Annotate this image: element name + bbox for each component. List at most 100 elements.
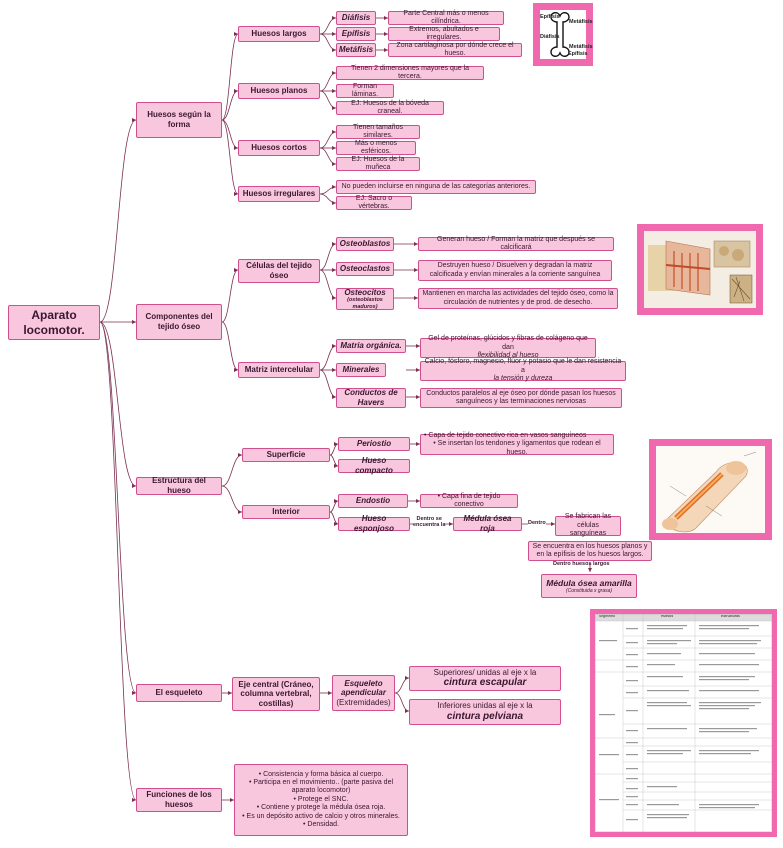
medula-roja-node: Médula ósea roja [453,514,522,533]
estructura-node: Estructura del hueso [136,476,222,495]
endostio-desc: • Capa fina de tejido conectivo [420,493,518,508]
metafisis-node: Metáfisis [336,43,376,57]
funcion-4: • Contiene y protege la médula ósea roja… [256,804,386,812]
havers-desc-1: Conductos paralelos al eje óseo por dónd… [426,389,616,397]
cortos-item-3: EJ: Huesos de la muñeca [336,156,420,171]
endostio-node: Endostio [338,494,408,508]
dentro-se-label: Dentro se encuentra la [413,516,446,529]
bone-label-epifisis-top: Epífisis [540,14,560,20]
havers-node: Conductos de Havers [336,388,406,408]
bone-diagram-image: Epífisis Metáfisis Diáfisis Metáfisis Ep… [533,3,593,66]
osteocitos-desc: Mantienen en marcha las actividades del … [418,288,618,309]
funciones-list: • Consistencia y forma básica al cuerpo.… [234,764,408,836]
inferiores-node: Inferiores unidas al eje x la cintura pe… [409,699,561,725]
irregulares-item-2: EJ: Sacro o vértebras. [336,195,412,210]
huesos-planos-node: Huesos planos [238,83,320,99]
superiores-text: Superiores/ unidas al eje x la [433,667,537,677]
minerales-desc: Calcio, fósforo, magnesio, flúor y potas… [420,358,626,383]
cortos-item-1: Tienen tamaños similares. [336,124,420,139]
esqueleto-apendicular-node: Esqueleto apendicular (Extremidades) [332,675,395,711]
long-bone-illustration [662,451,757,533]
irregulares-item-1: No pueden incluirse en ninguna de las ca… [336,180,536,194]
osteoblastos-node: Osteoblastos [336,237,394,251]
bone-tissue-illustration [648,240,753,304]
table-grid [595,614,772,832]
dentro-se-text: Dentro se [416,516,442,522]
cintura-escapular: cintura escapular [443,677,527,689]
dentro-label: Dentro [528,520,546,526]
materia-organica-node: Matria orgánica. [336,339,406,353]
osteoclastos-desc: Destruyen hueso / Disuelven y degradan l… [418,260,612,281]
epifisis-node: Epífisis [336,27,376,41]
huesos-forma-node: Huesos según la forma [136,102,222,138]
materia-organica-desc-1: Gel de proteínas, glúcidos y fibras de c… [428,335,588,351]
planos-item-3: EJ: Huesos de la bóveda craneal. [336,100,444,115]
havers-desc: Conductos paralelos al eje óseo por dónd… [420,388,622,408]
bone-label-diafisis: Diáfisis [540,34,560,40]
huesos-irregulares-node: Huesos irregulares [238,186,320,202]
bone-icon [550,12,570,57]
periostio-desc-1: • Capa de tejido conectivo rica en vasos… [424,431,587,439]
diafisis-node: Diáfisis [336,11,376,25]
long-bone-image [649,439,772,540]
metafisis-desc: Zona cartilaginosa por dónde crece el hu… [388,42,522,57]
periostio-desc: • Capa de tejido conectivo rica en vasos… [420,431,614,456]
apendicular-sub: (Extremidades) [336,697,391,707]
funcion-2: • Participa en el movimiento.. (parte pa… [248,779,394,795]
apendicular-label: Esqueleto apendicular [341,678,386,698]
hueso-esponjoso-node: Hueso esponjoso [338,514,410,533]
celulas-node: Células del tejido óseo [238,259,320,283]
componentes-node: Componentes del tejido óseo [136,304,222,340]
skeleton-table-image: Segmento Huesos Estructuras [590,609,777,837]
hueso-compacto-node: Hueso compacto [338,456,410,475]
medula-amarilla-node: Médula ósea amarilla (Constituida x gras… [541,574,637,598]
materia-organica-desc: Gel de proteínas, glúcidos y fibras de c… [420,335,596,360]
table-header-estructuras: Estructuras [721,615,740,618]
dentro-largos-label: Dentro huesos largos [553,561,610,567]
funcion-1: • Consistencia y forma básica al cuerpo. [258,770,384,778]
minerales-desc-2: la tensión y dureza [493,375,553,383]
osteocitos-node: Osteocitos (osteoblastos maduros) [336,288,394,310]
havers-desc-2: sanguíneos y las terminaciones nerviosas [456,398,586,405]
interior-node: Interior [242,505,330,519]
diafisis-desc: Parte Central más o menos cilíndrica. [388,10,504,25]
funcion-6: • Densidad. [303,820,339,828]
osteoblastos-desc: Generan hueso / Forman la matriz que des… [418,236,614,251]
inferiores-text: Inferiores unidas al eje x la [437,701,533,711]
osteocitos-sub: (osteoblastos maduros) [347,297,383,310]
funcion-3: • Protege el SNC. [293,795,349,803]
periostio-desc-2: • Se insertan los tendones y ligamentos … [433,440,601,456]
eje-central-node: Eje central (Cráneo, columna vertebral, … [232,677,320,711]
cintura-pelviana: cintura pelviana [446,710,524,722]
planos-item-1: Tienen 2 dimensiones mayores que la terc… [336,65,484,80]
medula-amarilla-sub: (Constituida x grasa) [565,588,613,595]
minerales-node: Minerales [336,363,386,377]
bone-label-metafisis-top: Metáfisis [569,19,593,25]
bone-tissue-image [637,224,763,315]
funciones-node: Funciones de los huesos [136,788,222,812]
fabrican-desc: Se fabrican las células sanguíneas [555,513,621,537]
table-header-huesos: Huesos [661,615,674,618]
funcion-5: • Es un depósito activo de calcio y otro… [242,812,400,820]
huesos-cortos-node: Huesos cortos [238,140,320,156]
periostio-node: Periostio [338,437,410,451]
bone-label-metafisis-bottom: Metáfisis [569,44,593,50]
encuentra-la-text: encuentra la [413,522,446,529]
root-node: Aparato locomotor. [8,305,100,340]
bone-label-epifisis-bottom: Epífisis [568,51,588,57]
esqueleto-node: El esqueleto [136,684,222,702]
planos-note: Se encuentra en los huesos planos y en l… [528,541,652,561]
matriz-node: Matriz intercelular [238,362,320,378]
materia-organica-desc-2: flexibilidad al hueso [477,352,539,360]
table-header-segmento: Segmento [599,615,616,618]
superiores-node: Superiores/ unidas al eje x la cintura e… [409,666,561,691]
osteoclastos-node: Osteoclastos [336,262,394,276]
epifisis-desc: Extremos, abultados e irregulares. [388,26,500,41]
medula-amarilla-label: Médula ósea amarilla [546,577,632,588]
huesos-largos-node: Huesos largos [238,26,320,42]
osteocitos-label: Osteocitos [344,287,386,297]
superficie-node: Superficie [242,448,330,462]
cortos-item-2: Más o menos esféricos. [336,140,416,155]
planos-item-2: Forman láminas. [336,83,394,98]
